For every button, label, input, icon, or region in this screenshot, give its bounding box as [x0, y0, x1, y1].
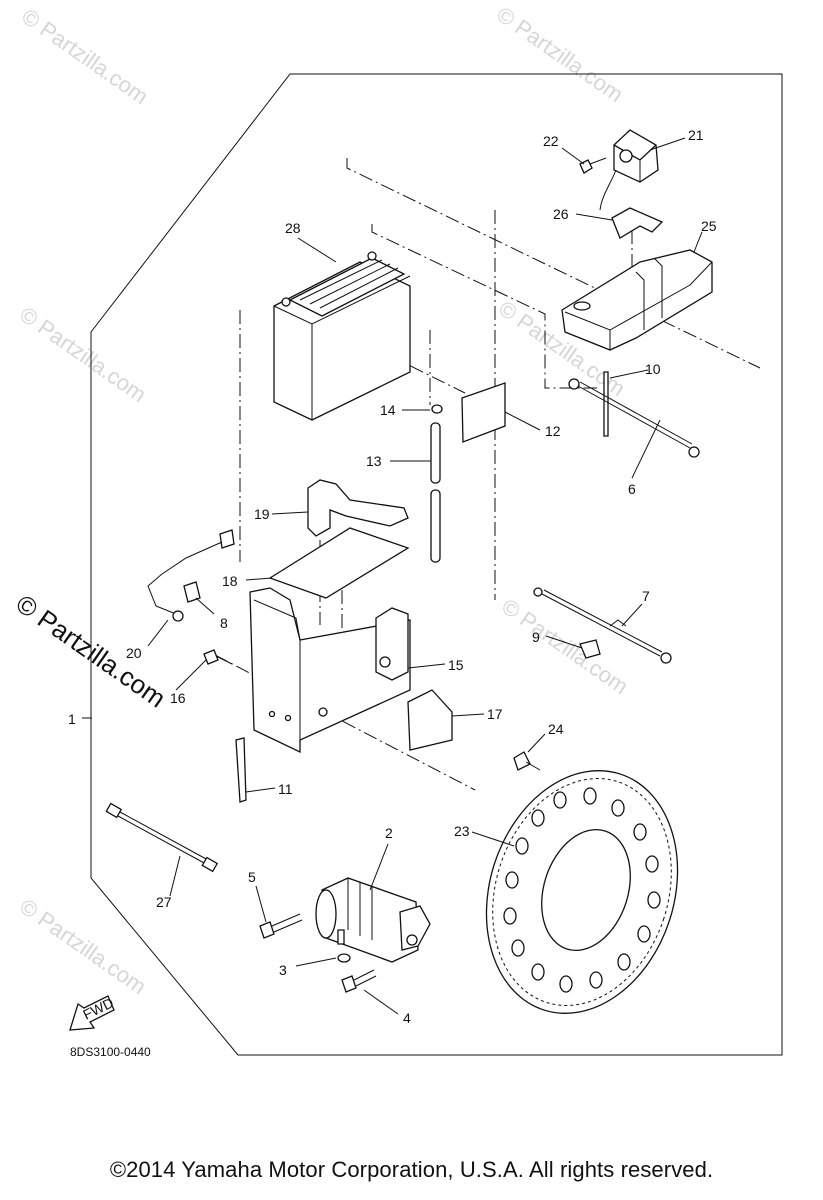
- callout-23: 23: [454, 823, 470, 839]
- battery-cover: [407, 689, 453, 751]
- callout-labels: 1 2 3 4 5 6 7 8 9 10 11 12 13 14 15 16 1…: [68, 127, 717, 1026]
- relay-bracket: [611, 207, 664, 239]
- callout-17: 17: [487, 706, 503, 722]
- relay-bolt: [579, 157, 607, 174]
- callout-4: 4: [403, 1010, 411, 1026]
- callout-1: 1: [68, 711, 76, 727]
- callout-19: 19: [254, 506, 270, 522]
- callout-2: 2: [385, 825, 393, 841]
- starter-motor: [315, 877, 431, 963]
- wire-clip: [235, 737, 247, 803]
- starter-bolt-lower: [341, 969, 377, 993]
- starter-relay: [599, 129, 659, 211]
- breather-hose: [430, 422, 441, 563]
- forward-arrow-icon: FWD: [69, 994, 116, 1031]
- cable-clip: [603, 371, 609, 437]
- callout-8: 8: [220, 615, 228, 631]
- callout-12: 12: [545, 423, 561, 439]
- assembly-frame: [90, 73, 783, 1056]
- callout-10: 10: [645, 361, 661, 377]
- callout-26: 26: [553, 206, 569, 222]
- washer: [337, 953, 351, 963]
- battery: [273, 251, 411, 421]
- battery-band: [307, 479, 409, 537]
- callout-18: 18: [222, 573, 238, 589]
- callout-7: 7: [642, 588, 650, 604]
- callout-13: 13: [366, 453, 382, 469]
- watermark: © Partzilla.com: [492, 2, 628, 108]
- watermark: © Partzilla.com: [17, 4, 153, 110]
- sprocket-holes: [503, 787, 661, 993]
- battery-positive-lead: [147, 529, 235, 622]
- callout-27: 27: [156, 894, 172, 910]
- leader-lines: [82, 137, 703, 1015]
- drive-sprocket: [485, 770, 679, 1014]
- watermark: © Partzilla.com: [497, 594, 633, 700]
- starter-bolt-upper: [259, 913, 303, 939]
- callout-14: 14: [380, 402, 396, 418]
- battery-sheet: [268, 527, 410, 599]
- callout-21: 21: [688, 127, 704, 143]
- starter-lead: [533, 587, 672, 664]
- callout-6: 6: [628, 481, 636, 497]
- callout-28: 28: [285, 220, 301, 236]
- callout-20: 20: [126, 645, 142, 661]
- callout-15: 15: [448, 657, 464, 673]
- callout-22: 22: [543, 133, 559, 149]
- lead-bracket: [579, 639, 601, 659]
- callout-5: 5: [248, 869, 256, 885]
- callout-11: 11: [278, 781, 293, 797]
- watermark: © Partzilla.com: [15, 302, 151, 408]
- watermark: © Partzilla.com: [15, 894, 151, 1000]
- wire-lead: [105, 802, 219, 873]
- battery-negative-lead: [568, 378, 700, 458]
- callout-16: 16: [170, 690, 186, 706]
- callout-24: 24: [548, 721, 564, 737]
- case-bolt: [203, 649, 233, 665]
- lead-clamp: [183, 581, 201, 603]
- diagram-code: 8DS3100-0440: [70, 1045, 151, 1059]
- copyright-notice: ©2014 Yamaha Motor Corporation, U.S.A. A…: [109, 1157, 714, 1182]
- breather-cap: [431, 404, 443, 414]
- sprocket-bolt: [513, 751, 541, 771]
- callout-25: 25: [701, 218, 717, 234]
- battery-pad: [461, 382, 506, 443]
- fuse-box-cover: [561, 249, 713, 351]
- battery-case: [249, 587, 411, 754]
- callout-9: 9: [532, 629, 540, 645]
- callout-3: 3: [279, 962, 287, 978]
